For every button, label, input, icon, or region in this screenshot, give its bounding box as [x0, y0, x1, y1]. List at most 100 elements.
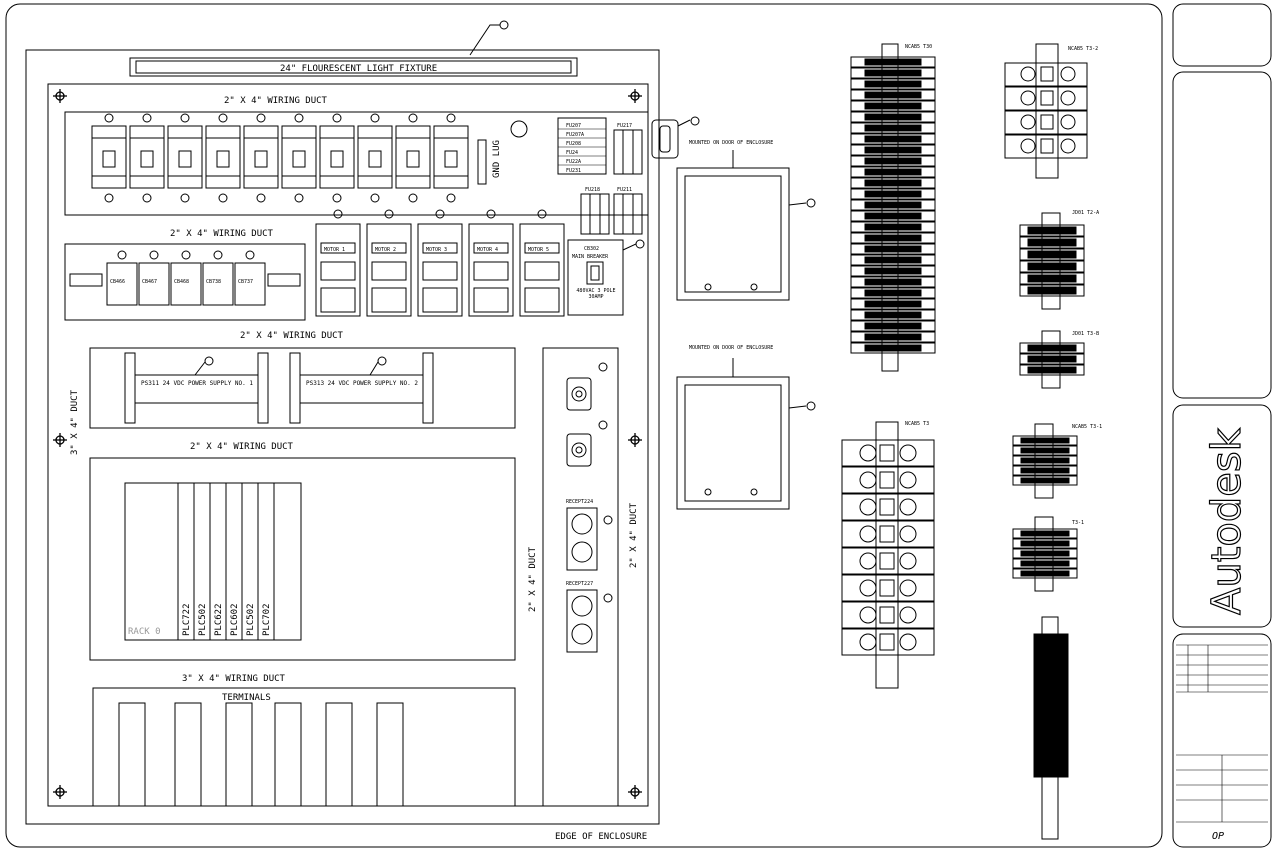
- terminal-body-jd01-t2a: [1027, 286, 1077, 295]
- duct-label-upper-mid: 2" X 4" WIRING DUCT: [170, 229, 274, 239]
- terminal-strip: [174, 702, 202, 807]
- terminal: [850, 243, 936, 255]
- breaker-tag-bubble: [142, 113, 152, 123]
- terminal-center: [1040, 138, 1054, 154]
- breaker-tag-bubble: [370, 113, 380, 123]
- contactor-coil: [371, 261, 407, 281]
- terminal-jd01-t3b: [1019, 353, 1085, 365]
- breaker-top-terminal: [243, 125, 279, 139]
- circuit-breaker: [167, 125, 203, 189]
- terminal-body-jd01-t2a: [1027, 262, 1077, 271]
- duct-label-lower-mid: 2" X 4" WIRING DUCT: [190, 442, 294, 452]
- din-device: [170, 262, 202, 306]
- terminal-body: [864, 135, 922, 143]
- terminal-center: [1040, 90, 1054, 106]
- contactor-tag-bubble: [486, 209, 496, 219]
- terminal-body-ncab5-t3-1: [1020, 467, 1070, 474]
- door-device-2-label: MOUNTED ON DOOR OF ENCLOSURE: [689, 345, 773, 351]
- terminal: [1004, 134, 1088, 159]
- circuit-breaker: [281, 125, 317, 189]
- receptacle-1-label: RECEPT224: [566, 499, 593, 505]
- terminal-body-jd01-t3b: [1027, 344, 1077, 352]
- breaker-region: [64, 111, 649, 216]
- breaker-top-terminal: [433, 125, 469, 139]
- contactor-nameplate: [473, 242, 509, 254]
- plc-module: [257, 482, 275, 641]
- terminal-body: [864, 278, 922, 286]
- terminal-center: [879, 552, 895, 570]
- terminal-strips: [118, 702, 404, 807]
- terminal-body: [864, 146, 922, 154]
- terminal-body: [864, 124, 922, 132]
- terminal-screw: [1020, 66, 1036, 82]
- overload-relay: [422, 287, 458, 313]
- terminal-body-jd01-t3b: [1027, 355, 1077, 363]
- terminal-screw: [859, 498, 877, 516]
- terminal-body-jd01-t2a: [1027, 226, 1077, 235]
- terminal-ncab5-t3-1: [1012, 465, 1078, 476]
- breaker-wire-bubble: [142, 193, 152, 203]
- breaker-top-terminal: [357, 125, 393, 139]
- contactor-label: MOTOR 1: [324, 247, 345, 253]
- device-label: CB737: [238, 279, 253, 285]
- breaker-wire-bubble: [256, 193, 266, 203]
- receptacle-2-label: RECEPT227: [566, 581, 593, 587]
- terminal-jd01-t2a: [1019, 248, 1085, 261]
- rail-terminal: [1033, 649, 1069, 658]
- rail-terminal: [1033, 713, 1069, 722]
- breaker-wire-bubble: [332, 193, 342, 203]
- terminal-t3-1: [1012, 528, 1078, 539]
- fuse-label: FU207A: [566, 132, 584, 138]
- contactor: [366, 223, 412, 317]
- tb-t3-label: T3-1: [1072, 520, 1084, 526]
- terminal-body: [864, 311, 922, 319]
- terminal: [841, 493, 935, 521]
- terminal-center: [1040, 66, 1054, 82]
- breaker-bottom-terminal: [433, 175, 469, 189]
- terminal: [841, 601, 935, 629]
- receptacle-region: [542, 347, 619, 807]
- light-fixture-label: 24" FLOURESCENT LIGHT FIXTURE: [280, 64, 437, 74]
- din-rail-right: [267, 273, 301, 287]
- terminal: [850, 133, 936, 145]
- device-region: [64, 243, 306, 321]
- contactor-nameplate: [524, 242, 560, 254]
- mounting-holes: [53, 89, 642, 799]
- contactor: [315, 223, 361, 317]
- fuse-block-a-label: FU217: [617, 123, 632, 129]
- terminal-screw: [859, 606, 877, 624]
- terminal-t3-1: [1012, 568, 1078, 579]
- breaker-top-terminal: [91, 125, 127, 139]
- terminal-screw: [1060, 114, 1076, 130]
- rail-terminal: [1033, 657, 1069, 666]
- breaker-wire-bubble: [294, 193, 304, 203]
- terminal-center: [879, 471, 895, 489]
- terminal: [850, 320, 936, 332]
- tb-ncab-1-label: NCAB5 T3-1: [1072, 424, 1102, 430]
- terminal-body: [864, 91, 922, 99]
- terminal-screw: [1060, 66, 1076, 82]
- terminal-screw: [1020, 114, 1036, 130]
- rail-terminal: [1033, 729, 1069, 738]
- rack-label: RACK 0: [128, 627, 161, 637]
- terminal-body-jd01-t3b: [1027, 366, 1077, 374]
- terminal-body: [864, 300, 922, 308]
- terminal-center: [879, 444, 895, 462]
- breaker-handle: [368, 150, 382, 168]
- terminal: [841, 466, 935, 494]
- terminal: [850, 221, 936, 233]
- contactor: [468, 223, 514, 317]
- device-label: CB738: [206, 279, 221, 285]
- tb-jd-a-label: JD01 T2-A: [1072, 210, 1099, 216]
- terminal: [850, 144, 936, 156]
- rail-terminal: [1033, 673, 1069, 682]
- terminal-body: [864, 80, 922, 88]
- logo-box: [1172, 404, 1272, 628]
- terminal-screw: [899, 579, 917, 597]
- terminal-strip: [376, 702, 404, 807]
- plc-module-label: PLC622: [214, 603, 224, 636]
- breaker-top-terminal: [281, 125, 317, 139]
- contactor-coil: [422, 261, 458, 281]
- terminal-body: [864, 58, 922, 66]
